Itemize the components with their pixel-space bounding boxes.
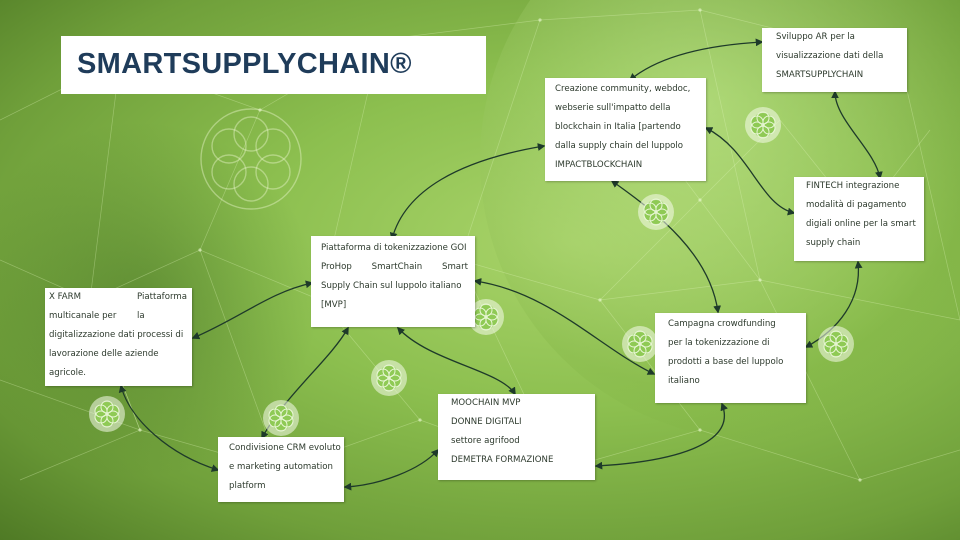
connector-xfarm-crm xyxy=(118,384,220,472)
node-ar: Sviluppo AR per la visualizzazione dati … xyxy=(762,28,907,92)
node-xfarm: X FARM Piattaforma multicanale per la di… xyxy=(45,288,192,386)
hop-emblem-icon xyxy=(263,400,299,436)
node-crm: Condivisione CRM evoluto e marketing aut… xyxy=(218,437,344,502)
connector-piattaforma-community xyxy=(389,143,546,241)
node-line: Campagna crowdfunding xyxy=(668,319,776,329)
node-line: per la tokenizzazione di xyxy=(668,338,770,348)
node-line: Smart xyxy=(441,262,468,272)
node-piattaforma: Piattaforma di tokenizzazione GOI ProHop… xyxy=(311,236,475,327)
node-line: SmartChain xyxy=(371,262,423,272)
node-line: DONNE DIGITALI xyxy=(451,417,522,427)
hop-emblem-icon xyxy=(745,107,781,143)
connector-fintech-crowdfunding xyxy=(804,260,863,348)
node-line: IMPACTBLOCKCHAIN xyxy=(555,160,643,170)
node-line: SMARTSUPPLYCHAIN xyxy=(776,70,864,80)
hop-emblem-icon xyxy=(89,396,125,432)
node-line: ProHop xyxy=(321,262,352,272)
node-line: webserie sull'impatto della xyxy=(555,103,671,113)
hop-emblem-icon xyxy=(371,360,407,396)
connector-crowdfunding-moochain xyxy=(594,402,728,470)
node-line: multicanale per xyxy=(49,311,117,321)
connector-ar-fintech xyxy=(831,90,883,180)
node-line: platform xyxy=(229,481,266,491)
node-line: Creazione community, webdoc, xyxy=(555,84,691,94)
node-line: DEMETRA FORMAZIONE xyxy=(451,455,554,465)
page-title: SMARTSUPPLYCHAIN® xyxy=(77,48,412,80)
node-line: italiano xyxy=(668,376,700,386)
connector-community-crowdfunding xyxy=(610,180,721,314)
node-moochain: MOOCHAIN MVP DONNE DIGITALI settore agri… xyxy=(438,394,595,480)
title-box: SMARTSUPPLYCHAIN® xyxy=(61,36,486,94)
node-line: MOOCHAIN MVP xyxy=(451,398,521,408)
node-line: modalità di pagamento xyxy=(806,200,907,210)
hop-emblem-icon xyxy=(818,326,854,362)
node-line: digiali online per la smart xyxy=(806,219,916,229)
node-line: prodotti a base del luppolo xyxy=(668,357,784,367)
node-line: [MVP] xyxy=(321,300,347,310)
hop-emblem-icon xyxy=(468,299,504,335)
node-line: settore agrifood xyxy=(451,436,520,446)
node-line: e marketing automation xyxy=(229,462,333,472)
node-line: Sviluppo AR per la xyxy=(776,32,855,42)
hop-emblem-icon xyxy=(638,194,674,230)
node-line: Piattaforma di tokenizzazione GOI xyxy=(321,243,467,253)
node-line: X FARM xyxy=(49,292,82,302)
node-line: dalla supply chain del luppolo xyxy=(555,141,684,151)
connector-crm-moochain xyxy=(343,448,440,491)
hop-emblem-large-icon xyxy=(200,108,302,210)
node-fintech: FINTECH integrazione modalità di pagamen… xyxy=(794,177,924,261)
node-crowdfunding: Campagna crowdfunding per la tokenizzazi… xyxy=(655,313,806,403)
node-line: lavorazione delle aziende xyxy=(49,349,159,359)
node-line: supply chain xyxy=(806,238,861,248)
node-line: Supply Chain sul luppolo italiano xyxy=(321,281,462,291)
connector-piattaforma-crowdfunding xyxy=(473,278,656,375)
node-line: visualizzazione dati della xyxy=(776,51,884,61)
node-line: digitalizzazione dati processi di xyxy=(49,330,184,340)
hop-emblem-icon xyxy=(622,326,658,362)
connector-piattaforma-moochain xyxy=(396,326,516,396)
node-line: FINTECH integrazione xyxy=(806,181,900,191)
connector-community-ar xyxy=(628,38,764,81)
node-line: la xyxy=(137,311,145,321)
node-line: blockchain in Italia [partendo xyxy=(555,122,681,132)
connector-community-fintech xyxy=(704,127,796,216)
node-line: agricole. xyxy=(49,368,87,378)
connector-xfarm-piattaforma xyxy=(191,280,314,340)
node-community: Creazione community, webdoc, webserie su… xyxy=(545,78,706,181)
node-line: Piattaforma xyxy=(137,292,187,302)
node-line: Condivisione CRM evoluto xyxy=(229,443,341,453)
